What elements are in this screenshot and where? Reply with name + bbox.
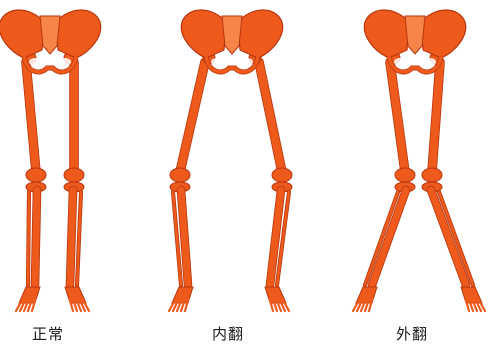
skeleton-varus-legs bbox=[169, 10, 292, 311]
left-obturator bbox=[394, 58, 406, 66]
right-femur bbox=[432, 62, 440, 172]
sacrum bbox=[405, 16, 425, 54]
left-tibia bbox=[35, 190, 37, 285]
left-obturator bbox=[211, 58, 223, 66]
right-iliac-wing bbox=[238, 10, 283, 58]
left-femoral-condyle bbox=[170, 168, 190, 182]
right-obturator bbox=[59, 58, 71, 66]
left-iliac-wing bbox=[0, 10, 44, 58]
skeleton-normal-legs bbox=[0, 10, 101, 311]
caption-valgus: 外翻 bbox=[396, 323, 428, 344]
left-femur bbox=[26, 62, 36, 172]
left-femur bbox=[180, 62, 205, 172]
right-obturator bbox=[424, 58, 436, 66]
right-iliac-wing bbox=[421, 10, 466, 58]
left-femoral-condyle bbox=[26, 168, 46, 182]
right-tibia bbox=[431, 190, 466, 285]
left-iliac-wing bbox=[364, 10, 409, 58]
caption-normal: 正常 bbox=[32, 323, 64, 344]
right-femoral-condyle bbox=[64, 168, 84, 182]
right-femur bbox=[259, 62, 282, 172]
caption-varus: 内翻 bbox=[212, 323, 244, 344]
right-femoral-condyle bbox=[422, 168, 442, 182]
right-obturator bbox=[241, 58, 253, 66]
skeleton-valgus-legs bbox=[353, 10, 485, 311]
left-femur bbox=[390, 62, 405, 172]
left-femoral-condyle bbox=[395, 168, 415, 182]
right-tibia bbox=[70, 190, 73, 285]
left-obturator bbox=[29, 58, 41, 66]
right-fibula bbox=[439, 192, 473, 285]
right-iliac-wing bbox=[56, 10, 101, 58]
right-femoral-condyle bbox=[272, 168, 292, 182]
left-tibia bbox=[181, 190, 188, 285]
left-tibia bbox=[372, 190, 406, 285]
left-fibula bbox=[28, 192, 29, 285]
sacrum bbox=[222, 16, 242, 54]
left-iliac-wing bbox=[181, 10, 226, 58]
sacrum bbox=[40, 16, 60, 54]
